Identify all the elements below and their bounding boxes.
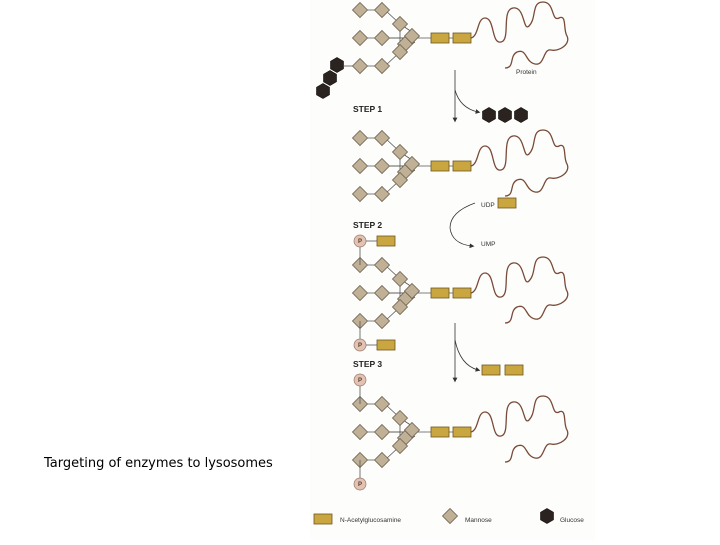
mannose-diamond <box>373 57 391 75</box>
udp-glcnac-rect <box>497 197 517 209</box>
glcnac-rect <box>430 160 450 172</box>
mannose-diamond <box>403 421 421 439</box>
step-1-label: STEP 1 <box>353 104 382 114</box>
mannose-diamond <box>351 284 369 302</box>
mannose-diamond <box>373 29 391 47</box>
legend-mannose-label: Mannose <box>465 517 492 524</box>
phosphate-label: P <box>358 378 362 384</box>
mannose-diamond <box>351 57 369 75</box>
step-3-branch-arrow <box>454 339 481 372</box>
mannose-diamond <box>391 15 409 33</box>
mannose-diamond <box>351 157 369 175</box>
mannose-diamond <box>391 143 409 161</box>
mannose-diamond <box>351 129 369 147</box>
legend-glucose-hexagon <box>540 508 554 524</box>
glucose-hexagon <box>330 57 344 73</box>
mannose-diamond <box>351 185 369 203</box>
released-glcnac-rect <box>481 364 501 376</box>
mannose-diamond <box>391 298 409 316</box>
mannose-diamond <box>391 409 409 427</box>
glucose-hexagon <box>482 107 496 123</box>
phosphate-label: P <box>358 482 362 488</box>
protein-chain <box>470 256 569 324</box>
glcnac-rect <box>452 32 472 44</box>
protein-chain <box>470 395 569 463</box>
mannose-diamond <box>403 155 421 173</box>
glcnac-rect <box>430 426 450 438</box>
mannose-diamond <box>373 256 391 274</box>
mannose-diamond <box>351 423 369 441</box>
mannose-diamond <box>373 129 391 147</box>
mannose-diamond <box>373 1 391 19</box>
step-1-branch-arrow <box>454 89 481 114</box>
glcnac-rect <box>452 160 472 172</box>
legend-glcnac-rect <box>313 513 333 525</box>
protein-chain <box>470 1 569 69</box>
phospho-glcnac-rect <box>376 235 396 247</box>
glcnac-rect <box>452 287 472 299</box>
glcnac-rect <box>452 426 472 438</box>
phospho-glcnac-rect <box>376 339 396 351</box>
step-2-label: STEP 2 <box>353 220 382 230</box>
legend-glcnac-label: N-Acetylglucosamine <box>340 517 401 524</box>
mannose-diamond <box>373 395 391 413</box>
mannose-diamond <box>373 423 391 441</box>
legend-glucose-label: Glucose <box>560 517 584 524</box>
mannose-diamond <box>403 27 421 45</box>
glucose-hexagon <box>316 83 330 99</box>
glucose-hexagon <box>514 107 528 123</box>
slide-caption: Targeting of enzymes to lysosomes <box>44 456 273 471</box>
step-2-arrow <box>449 202 476 249</box>
glucose-hexagon <box>498 107 512 123</box>
phosphate-label: P <box>358 239 362 245</box>
mannose-diamond <box>391 171 409 189</box>
mannose-diamond <box>351 29 369 47</box>
protein-chain <box>470 129 569 197</box>
phosphate-label: P <box>358 343 362 349</box>
mannose-diamond <box>391 43 409 61</box>
protein-label: Protein <box>516 69 537 76</box>
legend-mannose-diamond <box>441 507 459 525</box>
mannose-diamond <box>391 270 409 288</box>
glcnac-rect <box>430 287 450 299</box>
ump-label: UMP <box>481 241 495 248</box>
mannose-diamond <box>373 157 391 175</box>
mannose-diamond <box>351 1 369 19</box>
released-glcnac-rect <box>504 364 524 376</box>
mannose-diamond <box>373 312 391 330</box>
glucose-hexagon <box>323 70 337 86</box>
pathway-shapes: P P P P <box>313 1 569 525</box>
glcnac-rect <box>430 32 450 44</box>
udp-label: UDP <box>481 202 495 209</box>
step-3-label: STEP 3 <box>353 359 382 369</box>
mannose-diamond <box>373 185 391 203</box>
pathway-diagram: STEP 1 STEP 2 STEP 3 Protein UDP UMP N-A… <box>313 1 584 525</box>
mannose-diamond <box>391 437 409 455</box>
mannose-diamond <box>403 282 421 300</box>
phosphate-circle <box>353 477 367 491</box>
mannose-diamond <box>373 451 391 469</box>
mannose-diamond <box>373 284 391 302</box>
phosphate-circle <box>353 373 367 387</box>
lysosome-targeting-figure: STEP 1 STEP 2 STEP 3 Protein UDP UMP N-A… <box>310 0 595 540</box>
